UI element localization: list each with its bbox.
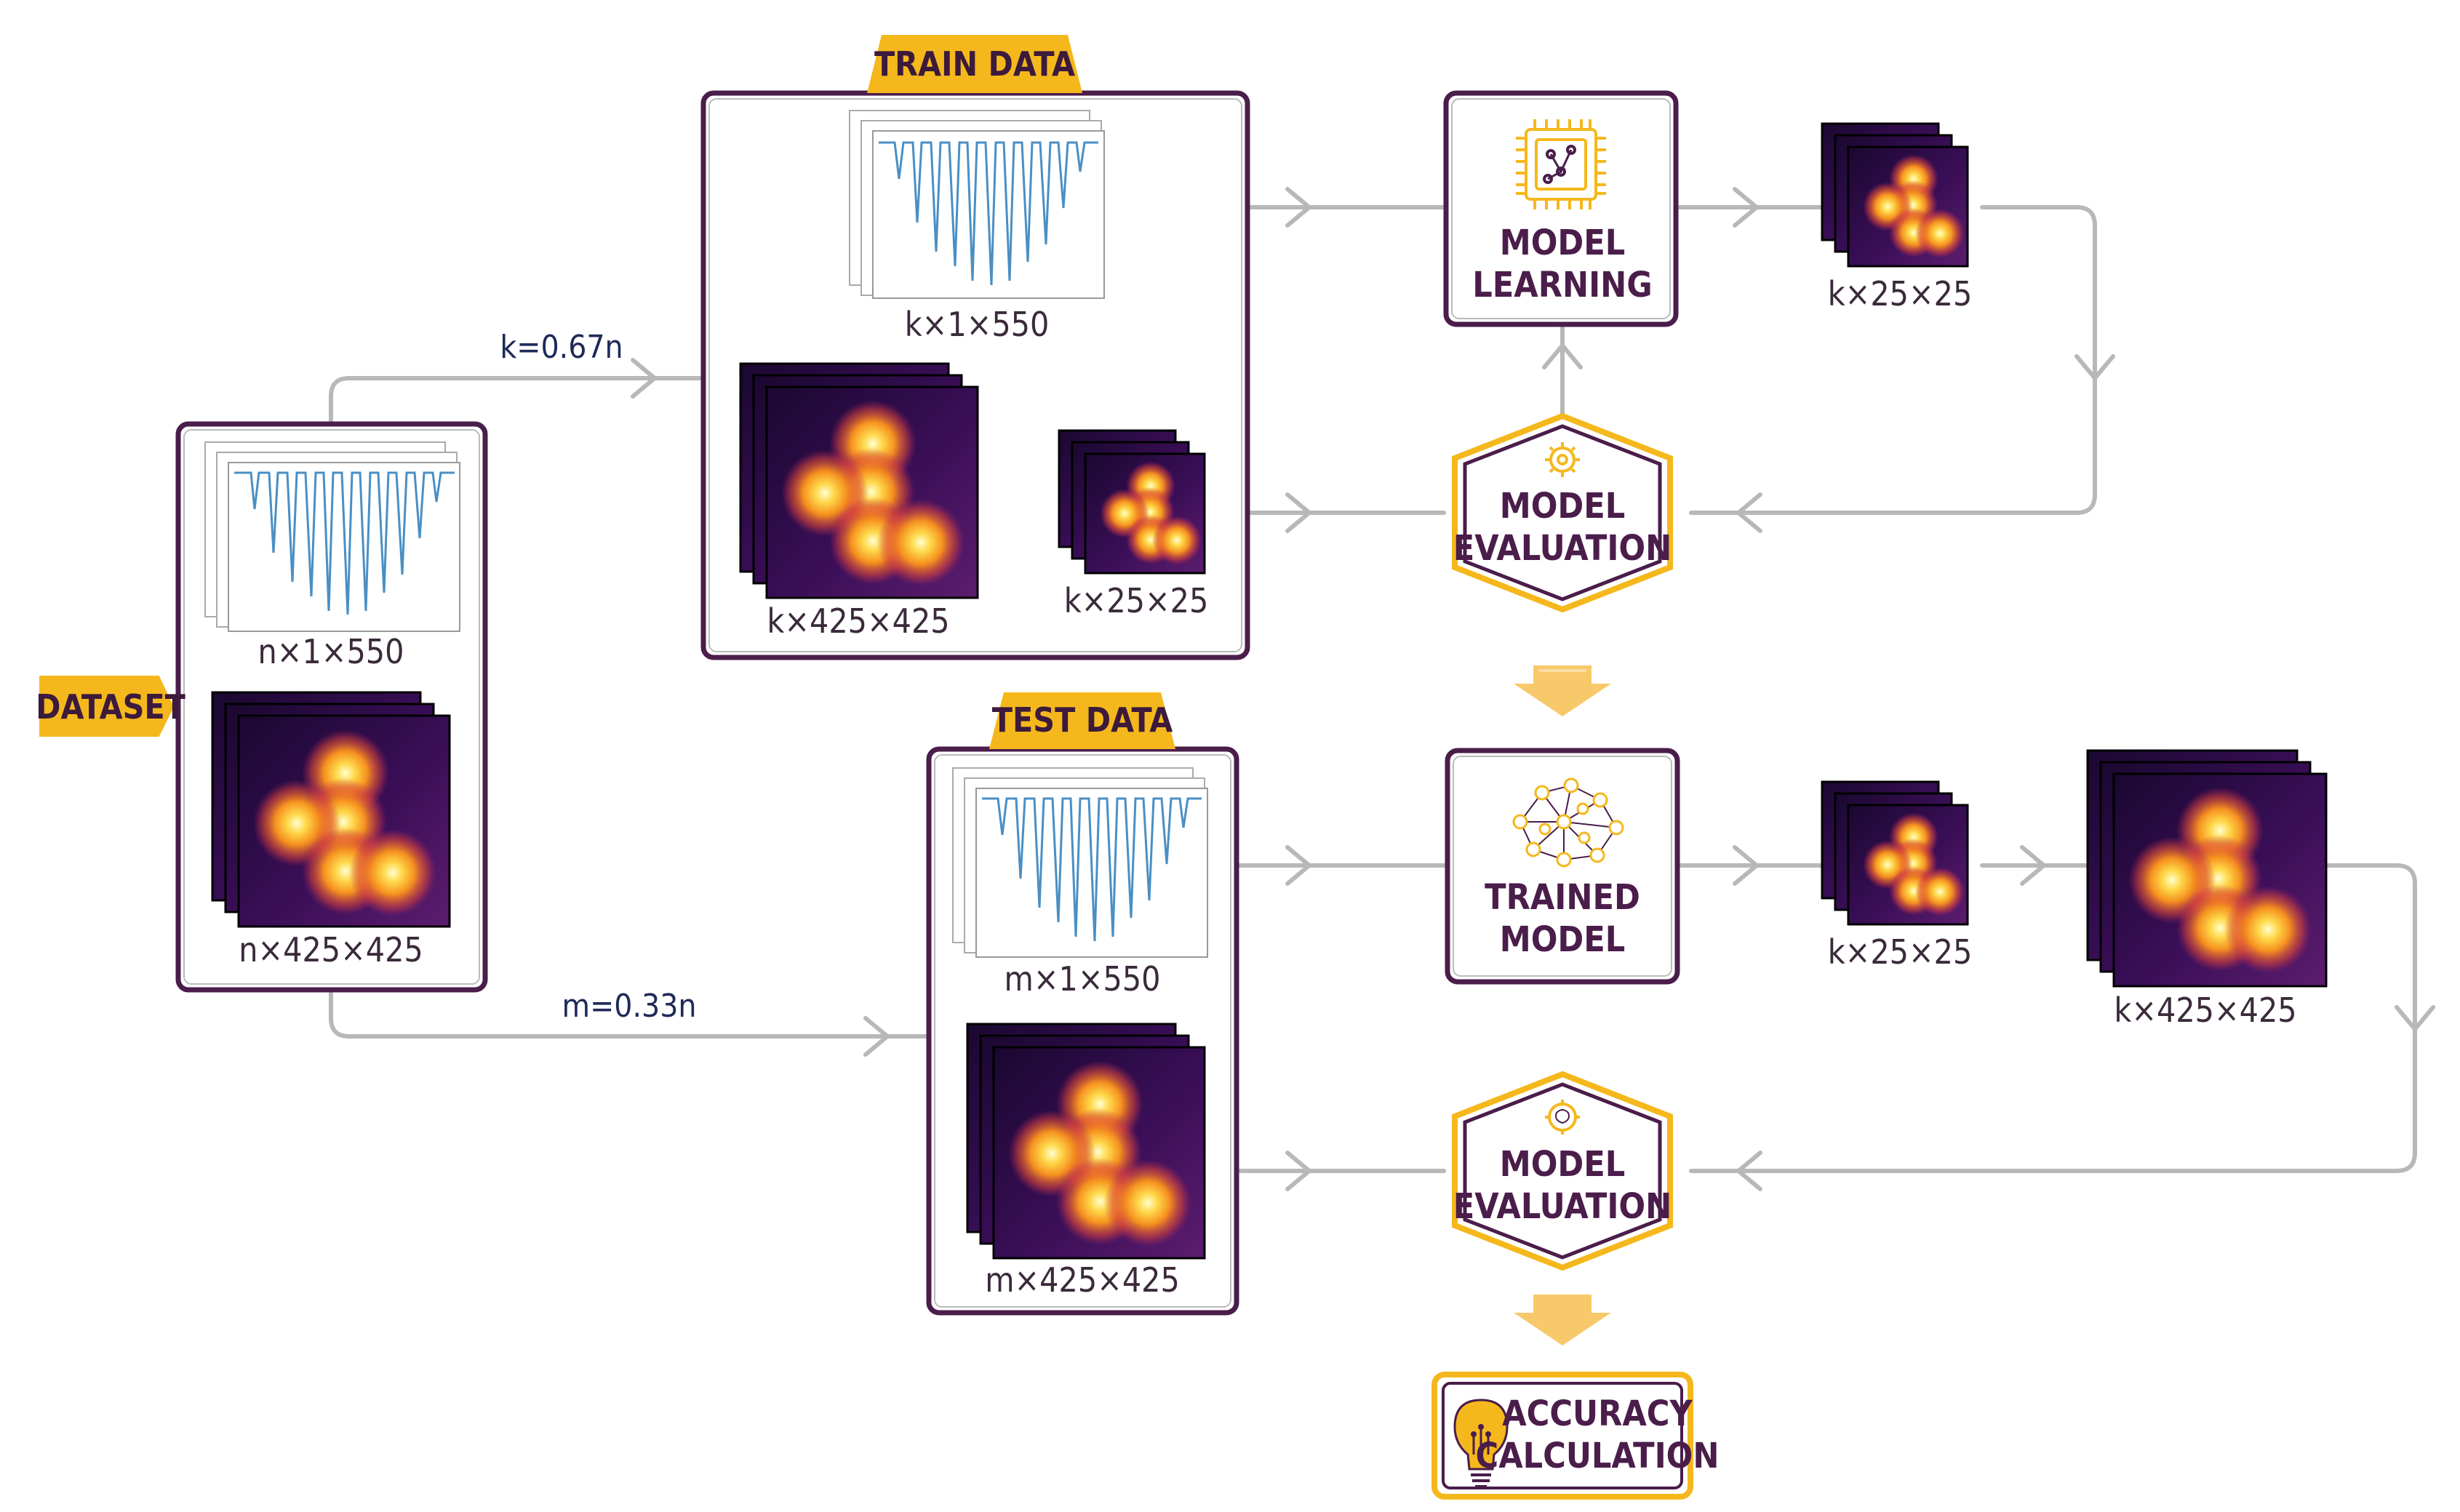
upsampled-output-stack — [2086, 749, 2328, 988]
gear-icon — [1545, 442, 1580, 477]
heatmap-blobs — [1863, 812, 1965, 916]
model-learning-line2: LEARNING — [1472, 265, 1652, 305]
trained-model-line1: TRAINED — [1485, 877, 1640, 918]
heatmap-stack — [739, 362, 979, 599]
train-tag-text: TRAIN DATA — [874, 44, 1075, 84]
trained-model-line2: MODEL — [1500, 919, 1626, 960]
gold-down-arrow — [1514, 665, 1611, 716]
train-split-label: k=0.67n — [500, 329, 623, 366]
signal-stack — [204, 441, 460, 632]
dataset-panel: n×1×550 n×425×425 — [175, 421, 488, 993]
test-panel: m×1×550 m×425×425 — [926, 746, 1239, 1316]
arrowhead — [1736, 492, 1762, 533]
accuracy-line1: ACCURACY — [1502, 1393, 1693, 1434]
arrow-upsampled-to-eval — [1689, 863, 2417, 1173]
small-heatmap-stack — [1058, 429, 1206, 575]
accuracy-line2: CALCULATION — [1476, 1436, 1720, 1476]
model-eval-2-line2: EVALUATION — [1453, 1186, 1672, 1227]
arrowhead — [1285, 845, 1311, 886]
gold-down-arrow — [1514, 1295, 1611, 1345]
test-tag-text: TEST DATA — [992, 700, 1173, 740]
model-evaluation-node-2: MODEL EVALUATION — [1452, 1071, 1673, 1271]
train-panel: k×1×550 k×425×425 — [700, 90, 1250, 660]
arrowhead — [1733, 187, 1759, 228]
train-signal-label: k×1×550 — [905, 305, 1050, 344]
heatmap-stack — [211, 691, 451, 928]
arrowhead — [1285, 492, 1311, 533]
arrowhead — [2020, 845, 2046, 886]
dataset-tag: DATASET — [36, 676, 186, 737]
arrow-dataset-to-train — [329, 376, 704, 424]
connectors — [329, 187, 2435, 1191]
arrowhead — [863, 1016, 890, 1057]
arrow-dataset-to-test — [329, 991, 930, 1039]
signal-stack — [952, 767, 1208, 958]
arrowhead — [1733, 845, 1759, 886]
model-learning-line1: MODEL — [1500, 223, 1626, 263]
upsampled-output-label: k×425×425 — [2114, 991, 2296, 1030]
signal-stack — [849, 110, 1105, 299]
signal-plot — [982, 797, 1202, 942]
model-eval-1-line1: MODEL — [1500, 486, 1626, 527]
lightbulb-icon — [1453, 1399, 1509, 1488]
neural-network-icon — [1512, 777, 1624, 868]
train-image-label: k×425×425 — [767, 601, 949, 641]
dataset-signal-label: n×1×550 — [258, 632, 404, 671]
heatmap-blobs — [1100, 461, 1202, 565]
signal-plot — [234, 471, 455, 615]
heatmap-blobs — [1008, 1060, 1191, 1247]
signal-plot — [879, 141, 1098, 286]
model-learning-node: MODEL LEARNING — [1443, 90, 1679, 327]
trained-output-stack — [1821, 780, 1969, 926]
trained-model-node: TRAINED MODEL — [1445, 748, 1680, 985]
arrowhead — [1736, 1151, 1762, 1191]
dataset-image-label: n×425×425 — [239, 930, 423, 969]
train-tag: TRAIN DATA — [867, 35, 1082, 93]
train-small-label: k×25×25 — [1064, 581, 1209, 620]
test-tag: TEST DATA — [989, 692, 1175, 749]
arrowhead — [1542, 343, 1583, 369]
model-eval-2-line1: MODEL — [1500, 1144, 1626, 1185]
arrowhead — [631, 358, 657, 399]
model-eval-1-line2: EVALUATION — [1453, 528, 1672, 569]
test-signal-label: m×1×550 — [1005, 959, 1161, 999]
brain-gear-icon — [1545, 1100, 1580, 1135]
learning-output-stack — [1821, 122, 1969, 268]
heatmap-blobs — [253, 729, 436, 916]
accuracy-calculation-node: ACCURACY CALCULATION — [1431, 1372, 1720, 1500]
heatmap-blobs — [781, 400, 965, 586]
arrowhead — [2395, 1005, 2435, 1031]
dataset-tag-text: DATASET — [36, 687, 186, 727]
learning-output-label: k×25×25 — [1828, 274, 1973, 313]
heatmap-blobs — [1863, 154, 1965, 258]
heatmap-stack — [966, 1023, 1206, 1260]
test-image-label: m×425×425 — [985, 1260, 1180, 1300]
arrowhead — [1285, 187, 1311, 228]
arrowhead — [2074, 354, 2115, 380]
trained-output-label: k×25×25 — [1828, 932, 1973, 972]
arrow-output-to-eval — [1689, 205, 2097, 515]
model-evaluation-node-1: MODEL EVALUATION — [1452, 412, 1673, 613]
test-split-label: m=0.33n — [562, 988, 697, 1025]
chip-icon — [1516, 119, 1606, 209]
arrowhead — [1285, 1151, 1311, 1191]
heatmap-blobs — [2128, 787, 2312, 973]
